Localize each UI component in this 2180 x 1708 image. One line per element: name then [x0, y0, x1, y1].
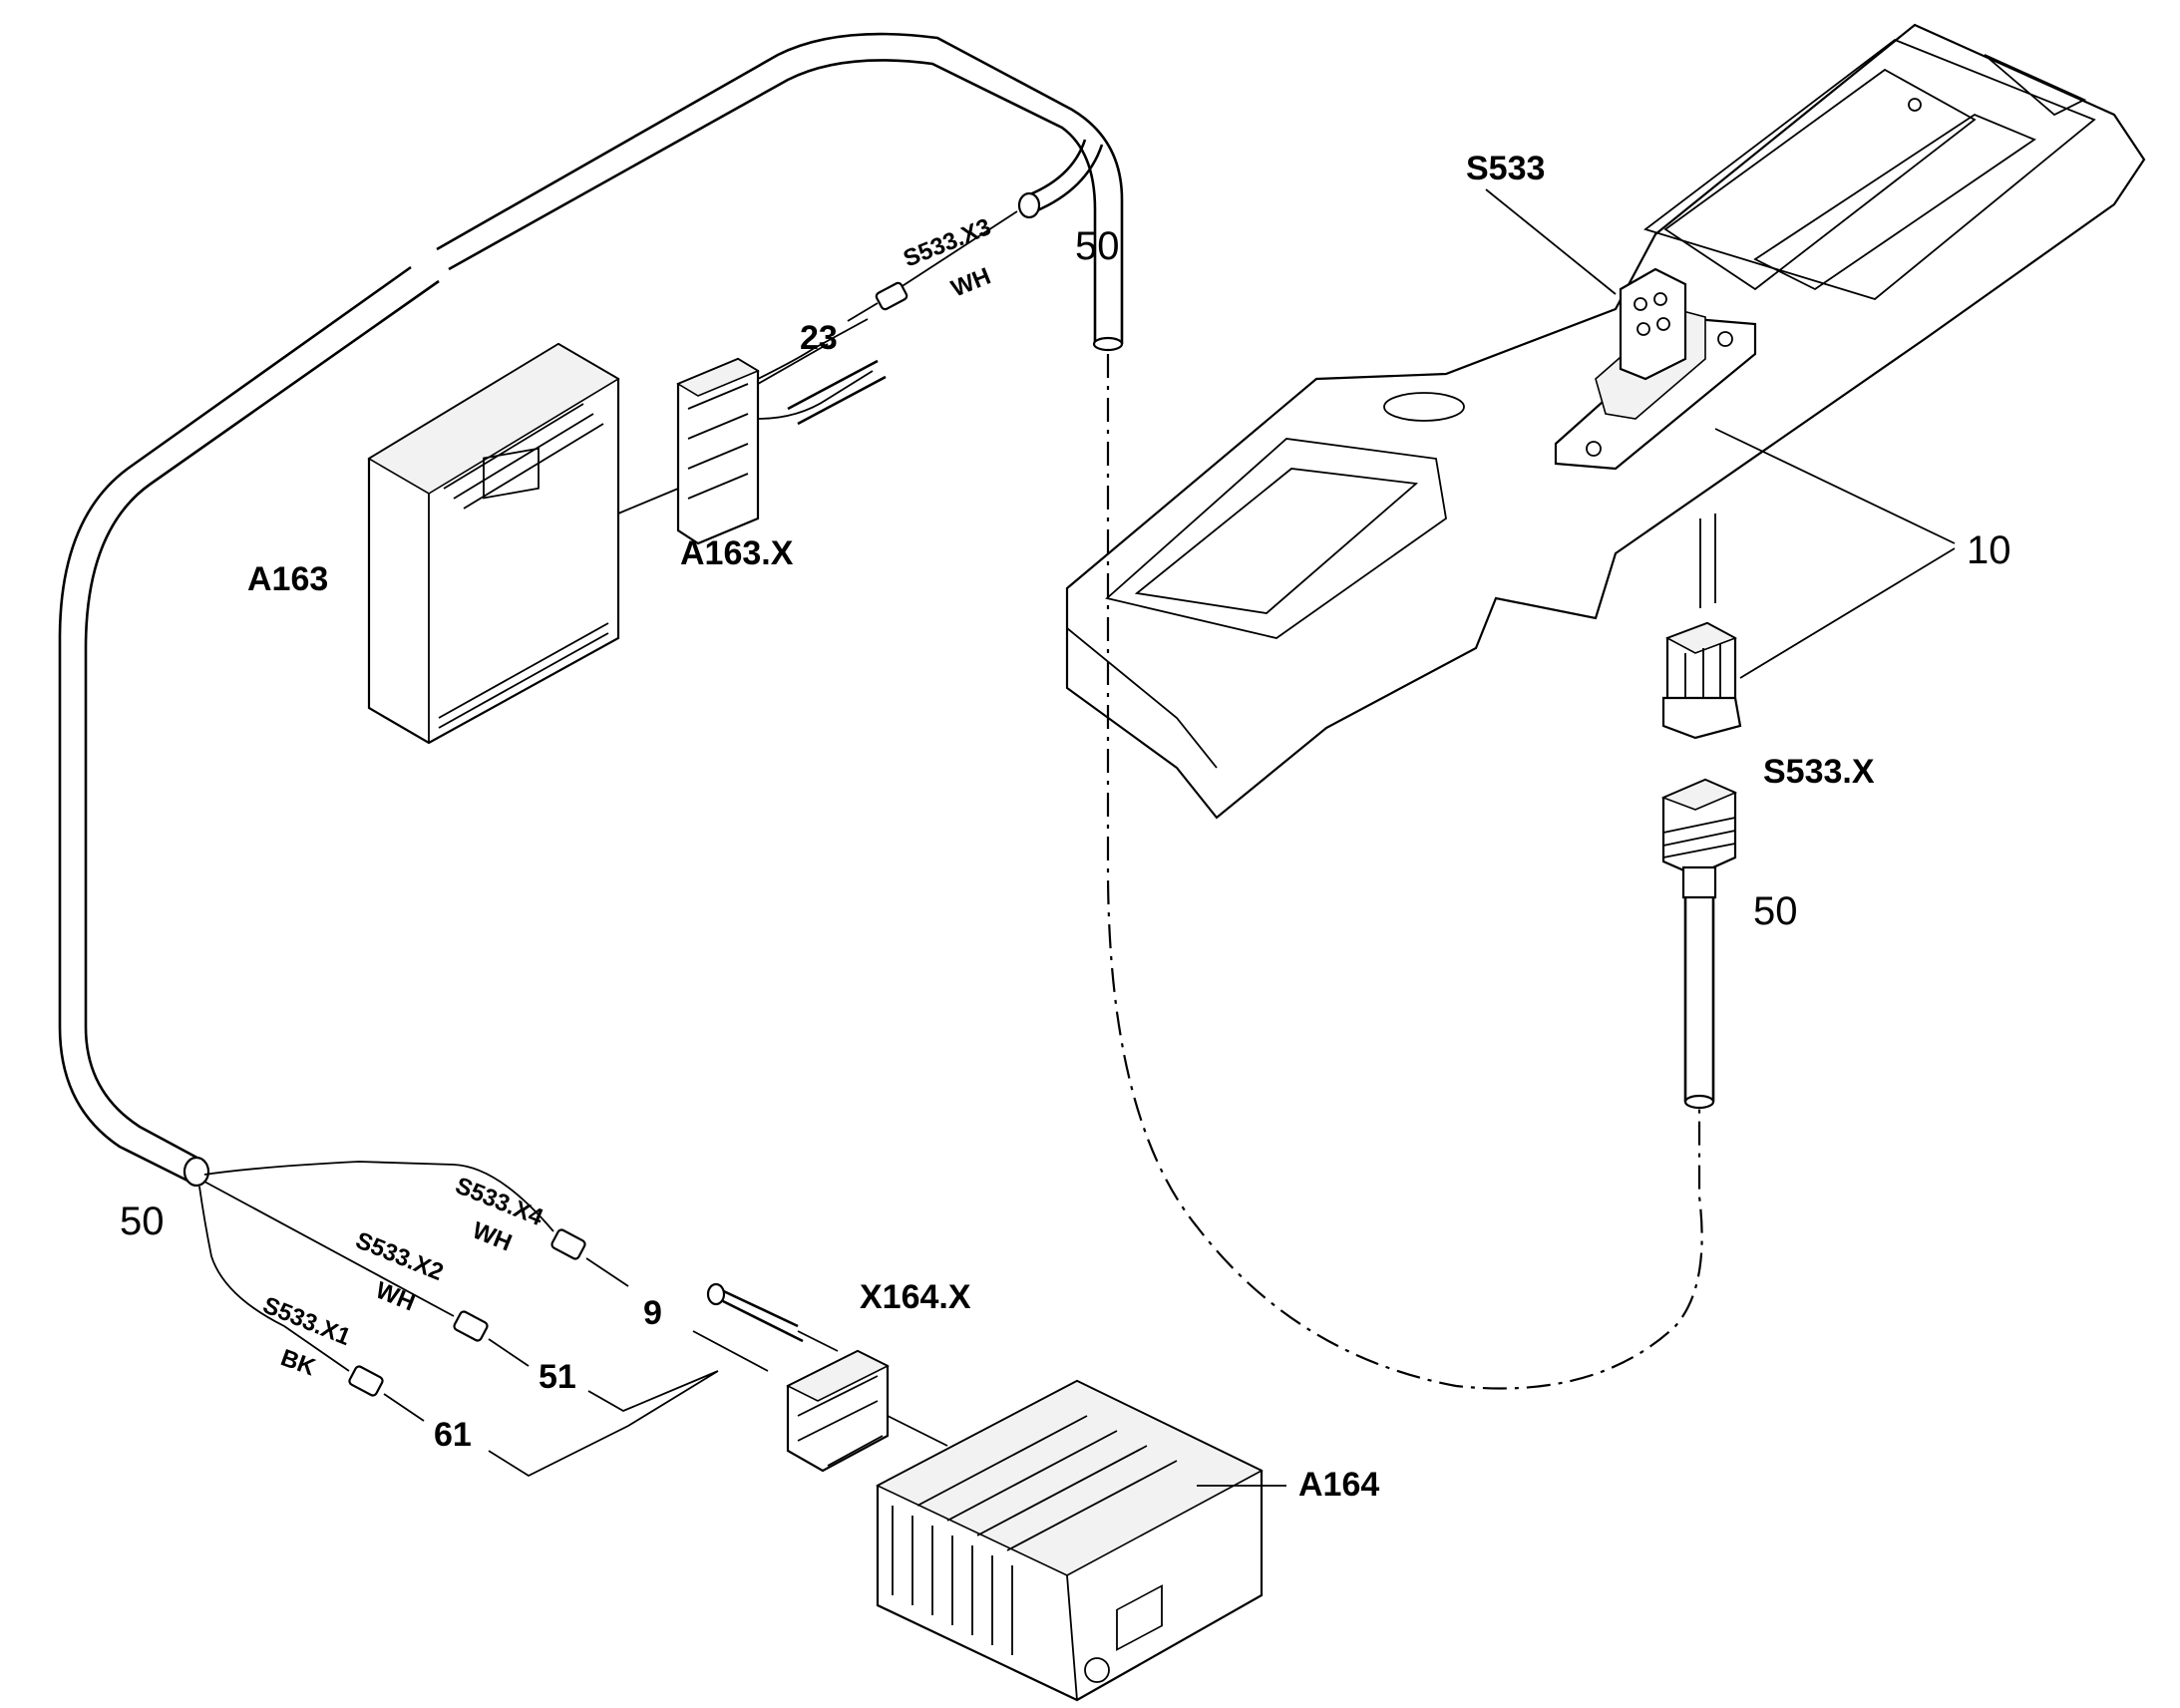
label-item-10: 10 — [1967, 528, 2011, 572]
wire-s533-x2: S533.X2 WH — [203, 1181, 530, 1367]
a164-control-unit — [876, 1379, 1286, 1702]
label-s533: S533 — [1466, 150, 1545, 187]
wire-x2-id: S533.X2 — [352, 1227, 447, 1287]
x164x-connector — [706, 1282, 948, 1473]
label-x164x: X164.X — [860, 1278, 971, 1316]
a163-control-unit — [367, 342, 620, 745]
s533-cable — [1661, 513, 1742, 740]
label-item-50-right: 50 — [1753, 889, 1798, 933]
leader-10-a — [1714, 428, 1956, 544]
wire-x3-color: WH — [947, 263, 994, 303]
label-a164: A164 — [1298, 1466, 1379, 1504]
wire-x2-color: WH — [372, 1277, 419, 1317]
label-item-50-left: 50 — [120, 1199, 165, 1243]
a163x-connector — [617, 318, 887, 545]
s533-switch — [1485, 188, 1757, 471]
label-item-50-top: 50 — [1075, 224, 1120, 268]
s533x-connector — [1660, 778, 1738, 1110]
wire-x1-color: BK — [277, 1344, 319, 1381]
main-harness — [58, 32, 1124, 1188]
label-pin-9: 9 — [643, 1294, 662, 1332]
wire-x4-color: WH — [469, 1217, 516, 1257]
leader-10-b — [1739, 547, 1956, 679]
routing-path — [1106, 354, 1703, 1390]
label-s533x: S533.X — [1763, 753, 1875, 791]
label-a163: A163 — [247, 560, 328, 598]
wire-s533-x3: S533.X3 WH — [847, 210, 1018, 322]
label-pin-61: 61 — [434, 1416, 472, 1454]
label-pin-23: 23 — [800, 319, 838, 357]
leader-pins — [488, 1330, 769, 1478]
label-pin-51: 51 — [539, 1358, 576, 1396]
label-a163x: A163.X — [680, 534, 794, 572]
